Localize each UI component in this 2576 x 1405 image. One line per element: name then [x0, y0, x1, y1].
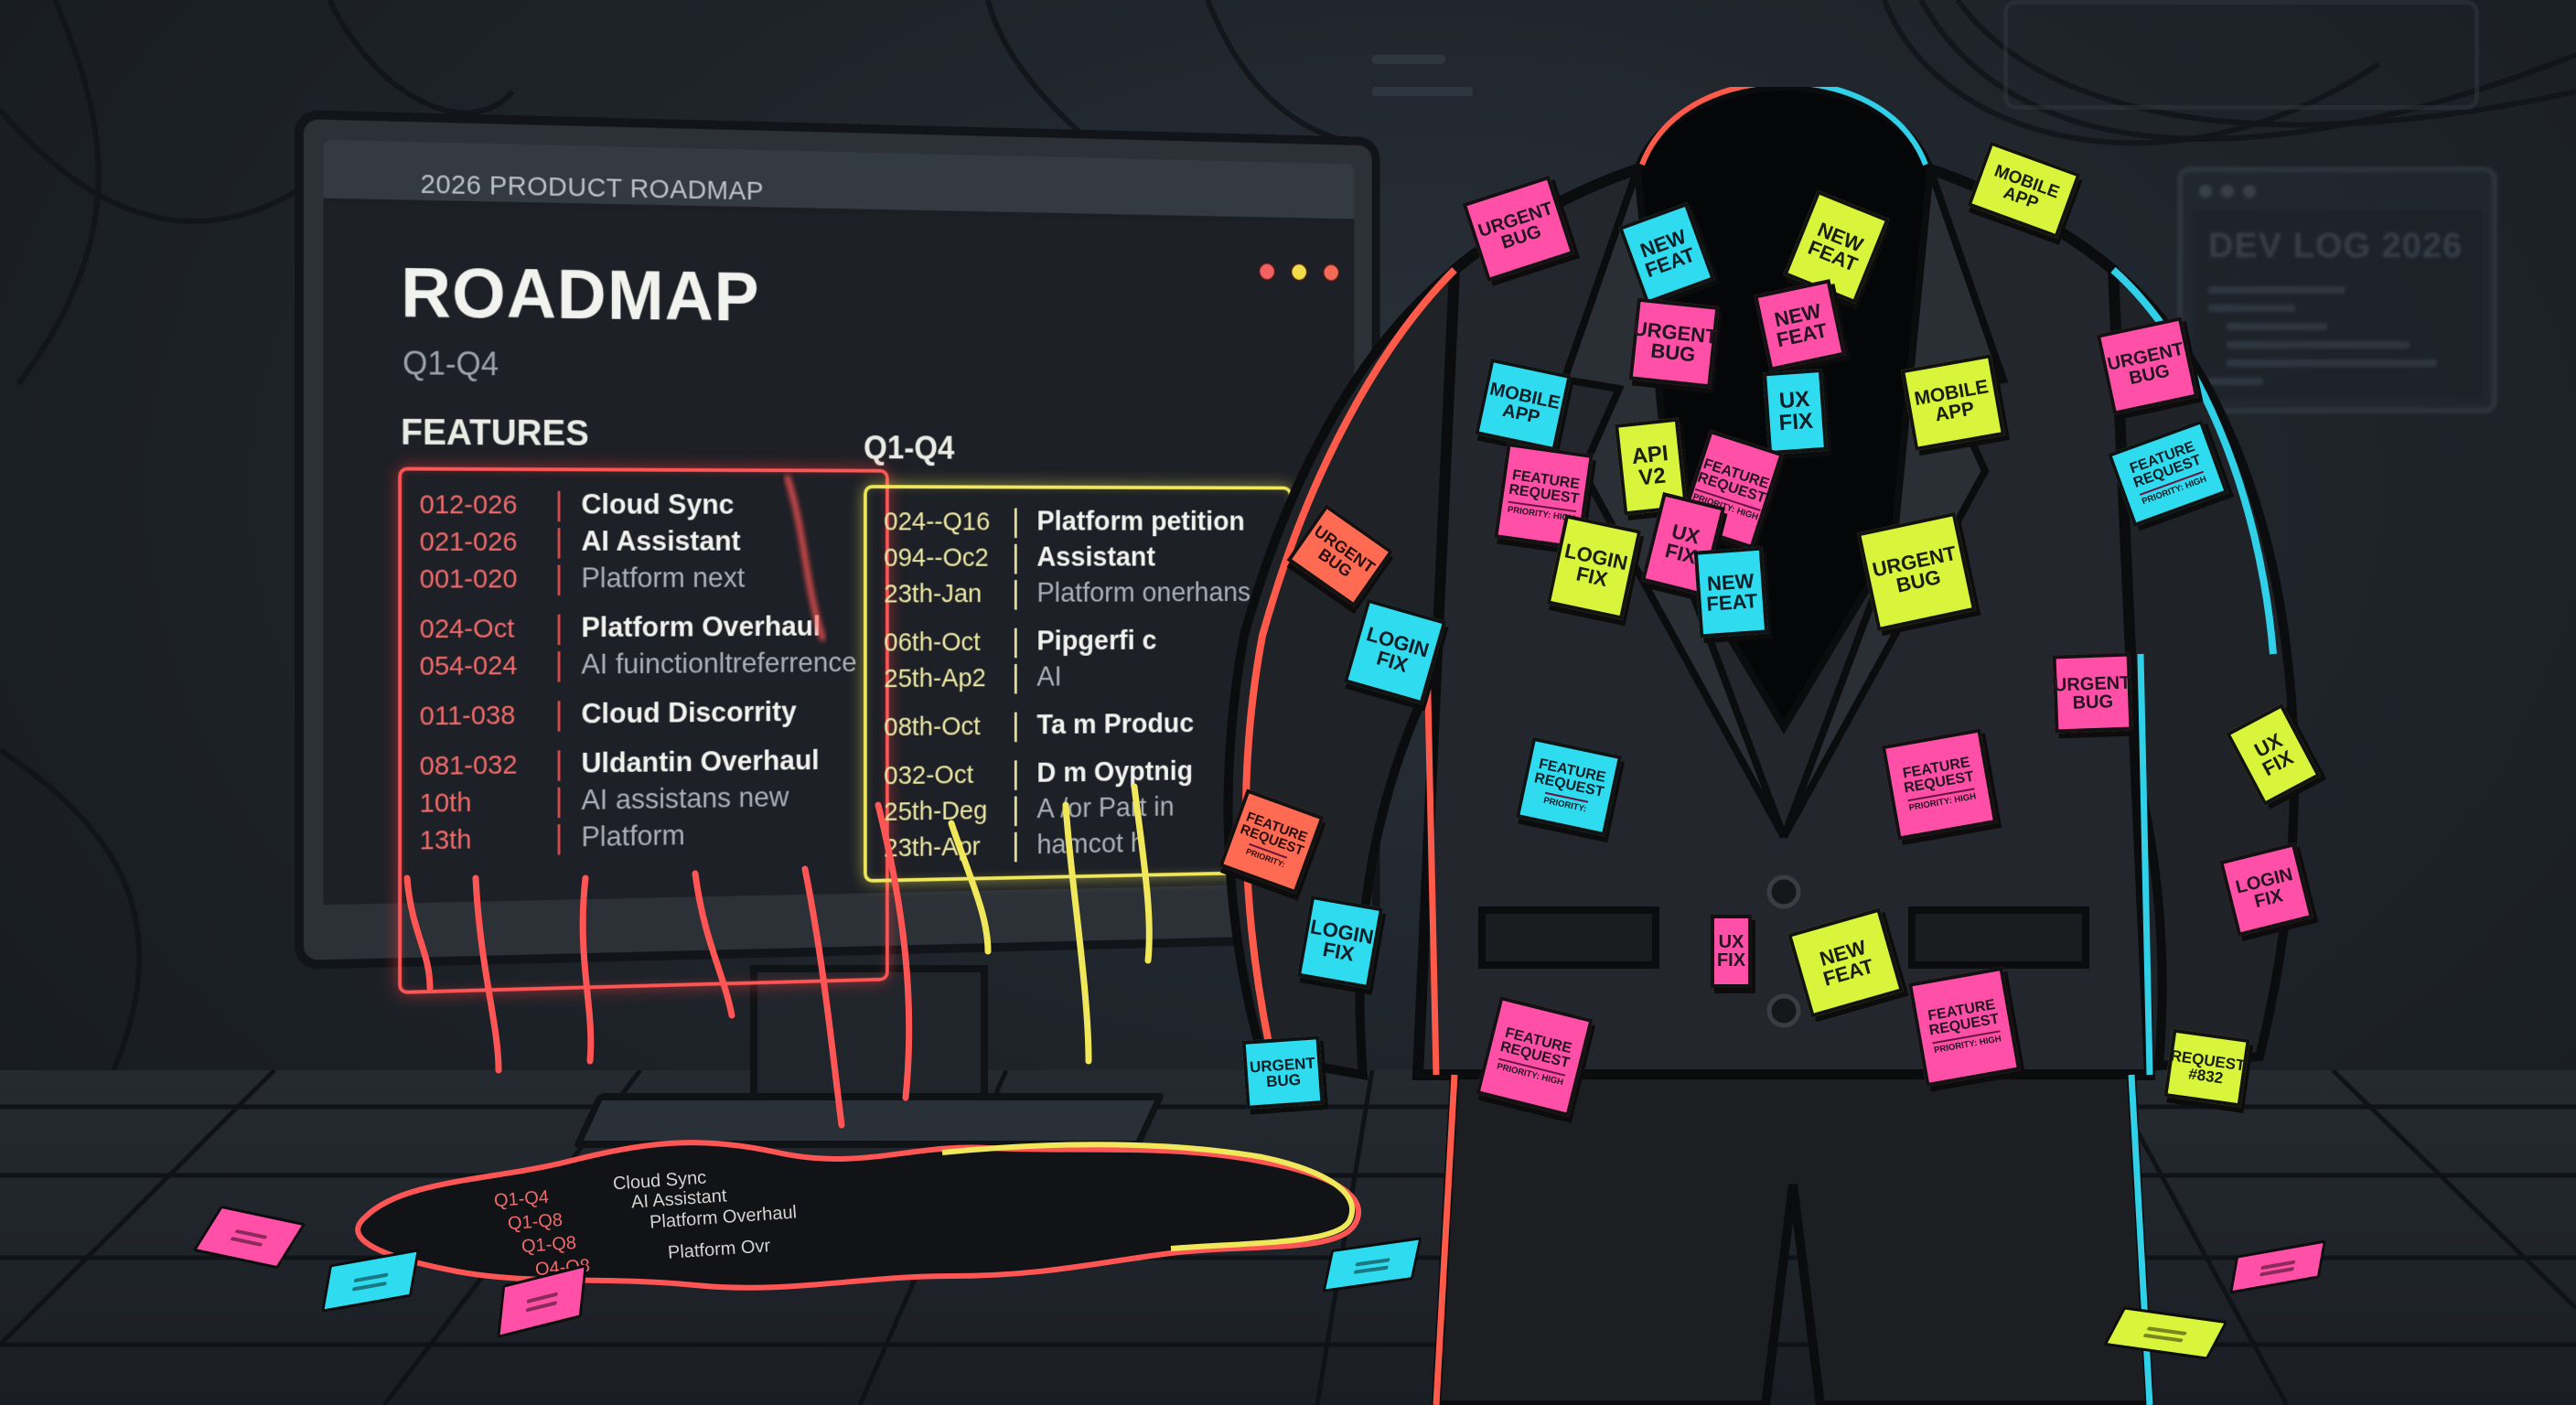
window-dots: [2199, 185, 2256, 198]
dev-log-panel: DEV LOG 2026: [2177, 166, 2497, 413]
background-panel: [1372, 18, 1647, 110]
sticky-note-text: API V2: [1630, 441, 1669, 491]
sticky-note-text: URGENT BUG: [2053, 672, 2131, 713]
sticky-note-text: NEW FEAT: [1805, 218, 1867, 276]
sticky-note-text: NEW FEAT: [1637, 224, 1699, 283]
sticky-note[interactable]: NEW FEAT: [1693, 546, 1769, 638]
feature-label: AI fuinctionltreferrence: [581, 646, 857, 681]
quarter-range: Q1-Q4: [402, 344, 499, 383]
quarter-label: Ta m Produc: [1036, 706, 1195, 740]
feature-row[interactable]: 001-020 Platform next: [402, 561, 886, 598]
sticky-note[interactable]: LOGIN FIX: [1296, 895, 1384, 990]
sticky-note-text: URGENT BUG: [1631, 316, 1719, 367]
quarter-code: 25th-Ap2: [884, 663, 986, 693]
empty-suit: [1223, 87, 2300, 1405]
sticky-note-text: URGENT BUG: [2105, 338, 2186, 390]
feature-row[interactable]: 13th Platform: [402, 815, 886, 861]
feature-code: 012-026: [419, 489, 518, 520]
sticky-note[interactable]: MOBILE APP: [1475, 358, 1572, 452]
feature-code: 10th: [419, 788, 472, 819]
sticky-note-text: UX FIX: [2250, 728, 2297, 781]
sticky-note[interactable]: URGENT BUG: [1241, 1035, 1325, 1110]
roadmap-supertitle: 2026 PRODUCT ROADMAP: [420, 169, 765, 207]
sticky-note-text: MOBILE APP: [1912, 376, 1991, 426]
quarter-code: 024--Q16: [884, 507, 991, 537]
sticky-note[interactable]: URGENT BUG: [2052, 652, 2133, 734]
quarter-code: 06th-Oct: [884, 627, 981, 658]
sticky-note-text: UX FIX: [1777, 386, 1814, 436]
features-heading: FEATURES: [401, 412, 589, 454]
suit-button-icon: [1766, 993, 1801, 1028]
feature-code: 001-020: [419, 563, 518, 595]
feature-label: Uldantin Overhaul: [581, 743, 820, 779]
quarter-code: 032-Oct: [884, 759, 974, 791]
sticky-note[interactable]: MOBILE APP: [1900, 354, 2006, 451]
sticky-note[interactable]: UX FIX: [1711, 915, 1752, 988]
sticky-note[interactable]: URGENT BUG: [1856, 511, 1977, 632]
sticky-note-text: LOGIN FIX: [2233, 863, 2295, 912]
page-title: ROADMAP: [401, 251, 760, 337]
feature-label: AI Assistant: [581, 524, 741, 557]
feature-label: Platform: [581, 818, 685, 853]
sticky-note-text: NEW FEAT: [1817, 935, 1876, 991]
sticky-note-text: UX FIX: [1716, 932, 1746, 971]
sticky-note-text: URGENT BUG: [1476, 198, 1556, 253]
feature-code: 024-Oct: [419, 613, 515, 645]
dev-log-title: DEV LOG 2026: [2208, 227, 2463, 265]
quarter-label: Assistant: [1036, 540, 1155, 573]
puddle-code: Q1-Q8: [521, 1232, 577, 1258]
sticky-note-text: REQUEST #832: [2169, 1046, 2247, 1087]
sticky-note-text: URGENT BUG: [1870, 541, 1959, 597]
quarters-heading: Q1-Q4: [864, 429, 955, 467]
sticky-note-text: LOGIN FIX: [1364, 621, 1433, 677]
feature-label: AI assistans new: [581, 780, 789, 816]
feature-row[interactable]: 024-Oct Platform Overhaul: [402, 609, 886, 649]
sticky-note[interactable]: URGENT BUG: [1628, 297, 1720, 389]
sticky-note-text: LOGIN FIX: [1308, 915, 1376, 966]
quarter-label: A /or Part in: [1036, 789, 1175, 824]
quarter-code: 25th-Deg: [884, 796, 988, 827]
quarter-code: 23th-Jan: [884, 579, 982, 609]
sticky-note-text: URGENT BUG: [1249, 1054, 1316, 1090]
background-panel: [2003, 0, 2479, 110]
quarter-label: hamcot h: [1036, 826, 1145, 860]
sticky-note-text: NEW FEAT: [1772, 298, 1830, 351]
feature-label: Cloud Discorrity: [581, 694, 797, 730]
feature-row[interactable]: 012-026 Cloud Sync: [402, 487, 886, 524]
melted-puddle: [355, 1140, 1362, 1291]
feature-row[interactable]: 011-038 Cloud Discorrity: [402, 694, 886, 736]
suit-button-icon: [1766, 874, 1801, 909]
feature-code: 011-038: [419, 700, 516, 732]
feature-label: Platform Overhaul: [581, 609, 821, 644]
puddle-code: Q1-Q8: [507, 1209, 564, 1235]
feature-row[interactable]: 021-026 AI Assistant: [402, 524, 886, 562]
feature-code: 021-026: [419, 527, 518, 557]
feature-code: 13th: [419, 824, 472, 856]
features-list: 012-026 Cloud Sync 021-026 AI Assistant 00…: [398, 467, 889, 994]
quarter-code: 08th-Oct: [884, 712, 981, 743]
sticky-note[interactable]: NEW FEAT: [1754, 279, 1846, 371]
monitor-stand: [750, 965, 988, 1102]
sticky-note[interactable]: REQUEST #832: [2163, 1028, 2250, 1108]
sticky-note-text: MOBILE APP: [1991, 161, 2063, 213]
sticky-note-text: FEATURE REQUEST: [1532, 756, 1607, 800]
quarter-code: 094--Oc2: [884, 542, 989, 573]
sticky-note[interactable]: UX FIX: [1762, 368, 1829, 456]
sticky-note-text: NEW FEAT: [1705, 568, 1758, 616]
sticky-note-text: MOBILE APP: [1487, 378, 1562, 428]
feature-code: 054-024: [419, 650, 518, 681]
quarter-label: Pipgerfi c: [1036, 624, 1157, 657]
feature-label: Platform next: [581, 561, 746, 594]
quarter-label: AI: [1036, 660, 1062, 692]
puddle-code: Q1-Q4: [493, 1186, 550, 1212]
feature-row[interactable]: 054-024 AI fuinctionltreferrence: [402, 646, 886, 686]
feature-code: 081-032: [419, 749, 518, 782]
sticky-note-text: LOGIN FIX: [1562, 539, 1630, 592]
quarter-code: 23th-Apr: [884, 831, 981, 863]
feature-label: Cloud Sync: [581, 487, 735, 520]
quarter-label: D m Oyptnig: [1036, 754, 1193, 788]
